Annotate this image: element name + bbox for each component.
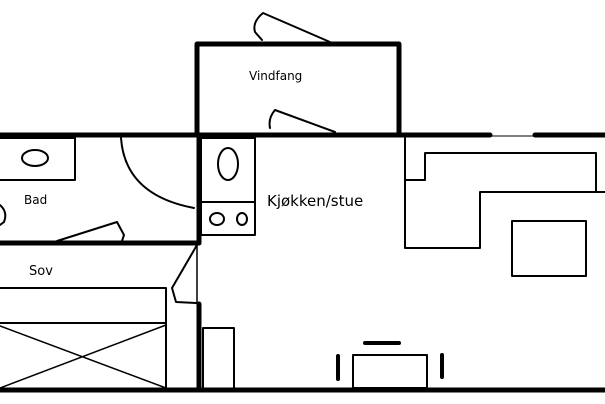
- stove-burner-icon: [236, 212, 248, 226]
- door-bad: [120, 137, 195, 209]
- door-entrance-inner: [268, 109, 336, 133]
- coffee-table: [511, 220, 587, 277]
- living-furniture: [202, 137, 605, 390]
- sofa-back: [404, 152, 597, 193]
- stove-burner-icon: [209, 212, 225, 226]
- bed-cross-icon: [0, 324, 167, 389]
- door-bad-lower: [56, 221, 125, 242]
- dining-chairs: [336, 341, 444, 381]
- bed: [0, 287, 167, 390]
- door-sov: [171, 244, 198, 304]
- room-label-vindfang: Vindfang: [249, 69, 302, 83]
- toilet-icon: [0, 204, 7, 226]
- kitchen-counter: [200, 137, 256, 236]
- doors: [56, 12, 336, 304]
- vindfang-walls: [194, 41, 402, 138]
- kitchen-counter-outline: [200, 137, 256, 236]
- bed-outline: [0, 287, 167, 390]
- dining-table: [352, 354, 428, 389]
- bathroom-fixtures: [0, 137, 76, 226]
- room-label-bad: Bad: [24, 193, 47, 207]
- room-label-sov: Sov: [29, 264, 53, 279]
- walls: [0, 41, 605, 393]
- door-entrance-outer: [253, 12, 331, 43]
- kitchen-sink-icon: [217, 147, 239, 181]
- bathroom-sink-icon: [21, 149, 49, 167]
- sofa-outline: [404, 137, 605, 249]
- bathroom-sink-counter: [0, 137, 76, 181]
- room-label-kjokken-stue: Kjøkken/stue: [267, 192, 363, 210]
- cabinet: [202, 327, 235, 390]
